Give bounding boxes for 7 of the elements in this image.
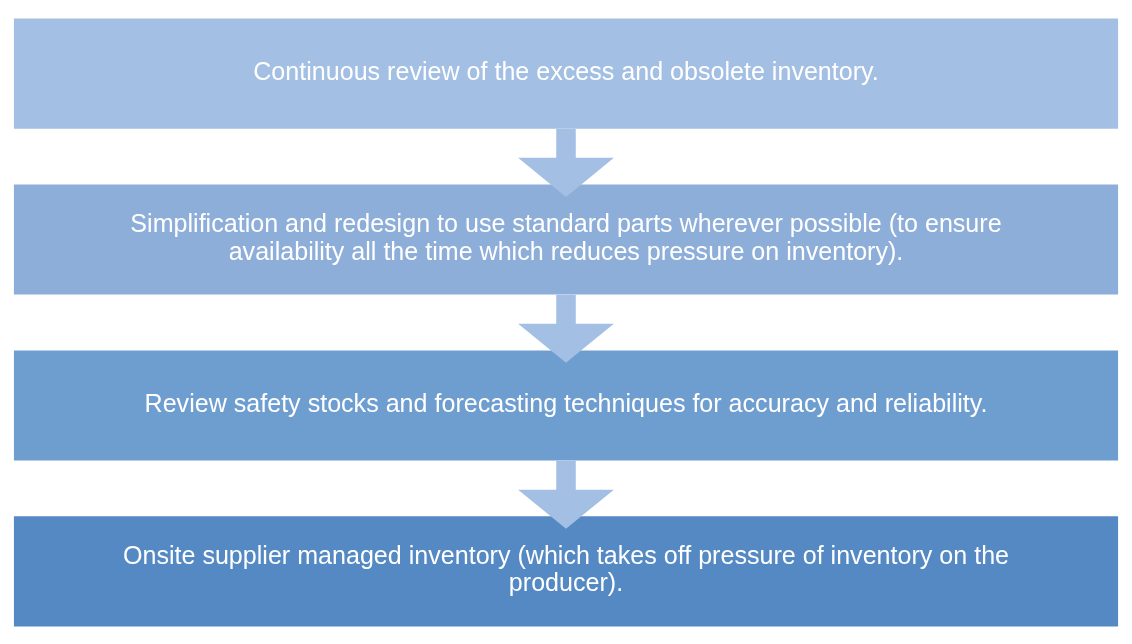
arrow xyxy=(518,460,614,529)
node-box: Onsite supplier managed inventory (which takes off pressure of inventory on the producer). xyxy=(13,515,1119,626)
arrow xyxy=(518,294,614,363)
node-box: Continuous review of the excess and obsolete inventory. xyxy=(13,18,1119,129)
arrow xyxy=(518,128,614,197)
node-box: Review safety stocks and forecasting techniques for accuracy and reliability. xyxy=(13,349,1119,460)
node-box: Simplification and redesign to use standard parts wherever possible (to ensure availability all the time which reduces pressure on inventory). xyxy=(13,184,1119,295)
